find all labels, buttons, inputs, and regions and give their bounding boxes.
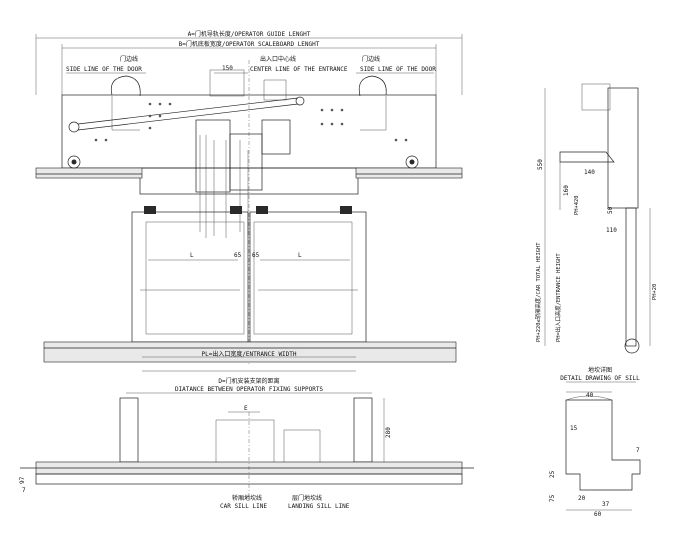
sill-dimension-37: 37 xyxy=(602,501,610,508)
dimension-e: E xyxy=(244,405,248,412)
front-elevation-view: A=门机导轨长度/OPERATOR GUIDE LENGHT B=门机底板宽度/… xyxy=(35,30,463,372)
dimension-140: 140 xyxy=(584,169,595,176)
sill-dimension-60: 60 xyxy=(594,511,602,518)
dimension-7: 7 xyxy=(22,487,26,494)
dimension-50: 50 xyxy=(607,206,614,214)
car-sill-cn-label: 轿厢地坎线 xyxy=(232,494,262,502)
sill-dimension-15: 15 xyxy=(570,425,578,432)
sill-dimension-7: 7 xyxy=(636,447,640,454)
side-line-left-label: SIDE LINE OF THE DOOR xyxy=(66,66,142,73)
dimension-280: 280 xyxy=(385,427,392,438)
car-sill-label: CAR SILL LINE xyxy=(220,503,267,510)
entrance-width-label: PL=出入口宽度/ENTRANCE WIDTH xyxy=(201,350,296,358)
dimension-65-left: 65 xyxy=(234,252,242,259)
sill-dimension-40: 40 xyxy=(586,392,594,399)
plate-rivets xyxy=(94,102,408,142)
door-side-cn-right: 门边线 xyxy=(362,55,380,63)
center-line-cn-label: 出入口中心线 xyxy=(260,55,296,63)
dimension-550: 550 xyxy=(537,159,544,170)
dimension-160: 160 xyxy=(563,185,570,196)
sill-detail-view: 地坎详图 DETAIL DRAWING OF SILL 40 15 25 7 2… xyxy=(549,366,641,518)
sill-detail-label: DETAIL DRAWING OF SILL xyxy=(560,375,640,382)
fixing-supports-label: DIATANCE BETWEEN OPERATOR FIXING SUPPORT… xyxy=(175,386,323,393)
plan-view: D=门机安装支架的距离 DIATANCE BETWEEN OPERATOR FI… xyxy=(19,377,474,510)
fixing-supports-cn-label: D=门机安装支架的距离 xyxy=(218,377,279,385)
landing-sill-cn-label: 层门地坎线 xyxy=(292,494,322,502)
operator-scaleboard-length-label: B=门机底板宽度/OPERATOR SCALEBOARD LENGHT xyxy=(179,40,320,48)
sill-detail-cn-label: 地坎详图 xyxy=(588,366,612,374)
ph-plus-20-label: PH+20 xyxy=(652,284,658,300)
dimension-97: 97 xyxy=(19,476,26,484)
side-line-right-label: SIDE LINE OF THE DOOR xyxy=(360,66,436,73)
sill-dimension-20: 20 xyxy=(578,495,586,502)
dimension-110: 110 xyxy=(606,227,617,234)
sill-dimension-75: 75 xyxy=(549,494,556,502)
sill-dimension-25: 25 xyxy=(549,470,556,478)
side-elevation-view: 550 PH+220≤轿厢高度/CAR TOTAL HEIGHT PH=出入口高… xyxy=(534,83,658,354)
door-side-cn-left: 门边线 xyxy=(120,55,138,63)
dimension-l-left: L xyxy=(190,252,194,259)
dimension-65-right: 65 xyxy=(252,252,260,259)
center-line-label: CENTER LINE OF THE ENTRANCE xyxy=(250,66,348,73)
ph-plus-420-label: PH+420 xyxy=(574,196,580,215)
operator-guide-length-label: A=门机导轨长度/OPERATOR GUIDE LENGHT xyxy=(188,30,311,38)
car-total-height-label: PH+220≤轿厢高度/CAR TOTAL HEIGHT xyxy=(534,242,542,342)
landing-sill-label: LANDING SILL LINE xyxy=(288,503,350,510)
dimension-150: 150 xyxy=(222,65,233,72)
entrance-height-label: PH=出入口高度/ENTRANCE HEIGHT xyxy=(554,253,562,342)
dimension-l-right: L xyxy=(298,252,302,259)
